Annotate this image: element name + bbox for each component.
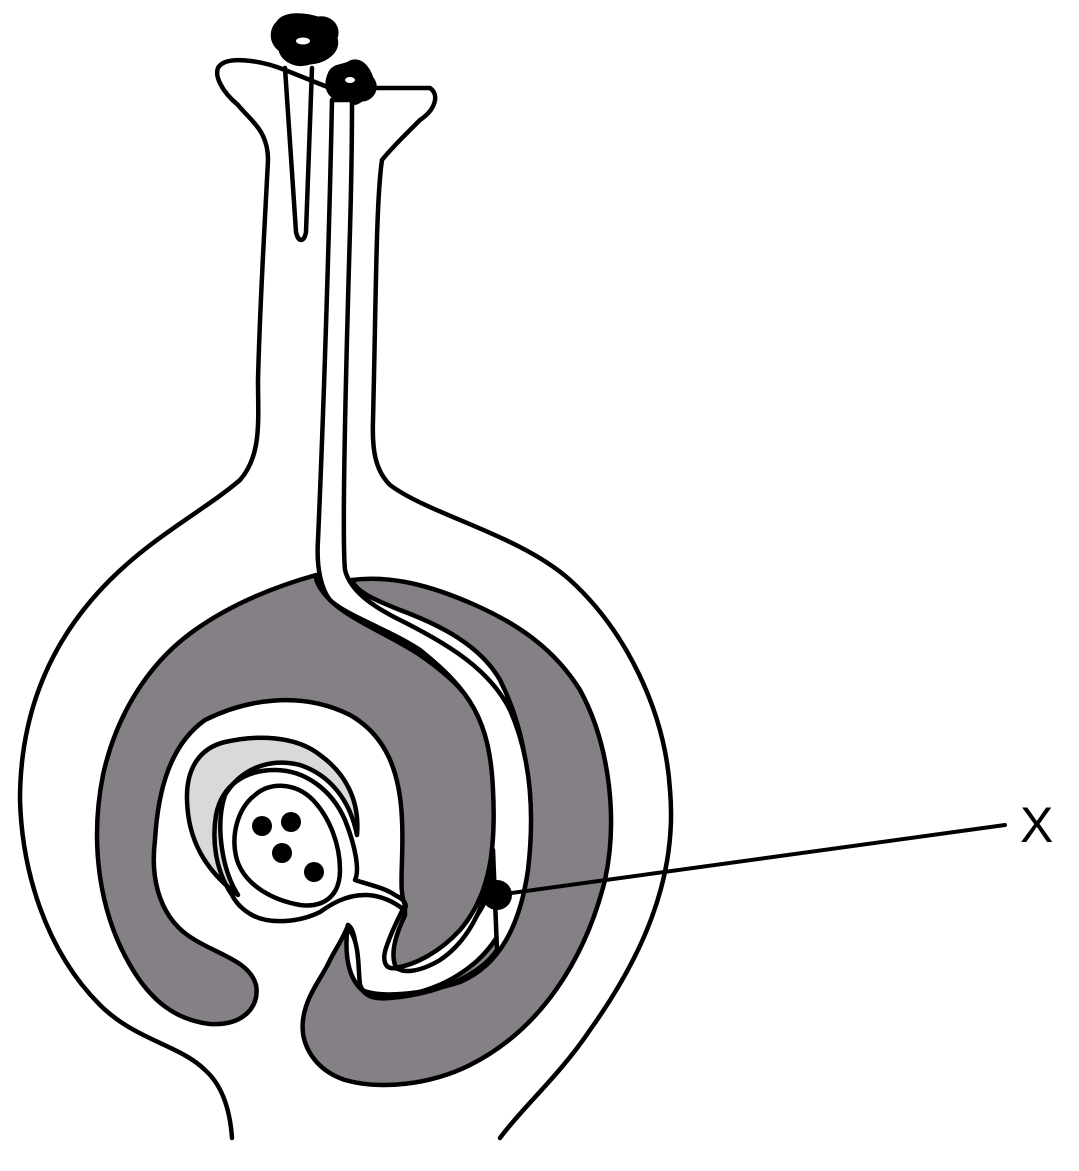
nucleus-dot [281,812,301,832]
nucellus-outline [212,767,408,924]
label-x: X [1020,797,1053,853]
label-x-pointer-line [495,823,1007,897]
pollen-tube-short [282,65,315,243]
pollen-grain-left [270,13,339,66]
nucleus-dot [272,843,292,863]
pollen-grain-right [325,59,377,106]
nucleus-dot [252,816,272,836]
nuclei-group [252,812,324,882]
ovary-wall-outline [17,57,674,1141]
pollen-tube-long [315,97,534,1001]
nucleus-dot [304,862,324,882]
